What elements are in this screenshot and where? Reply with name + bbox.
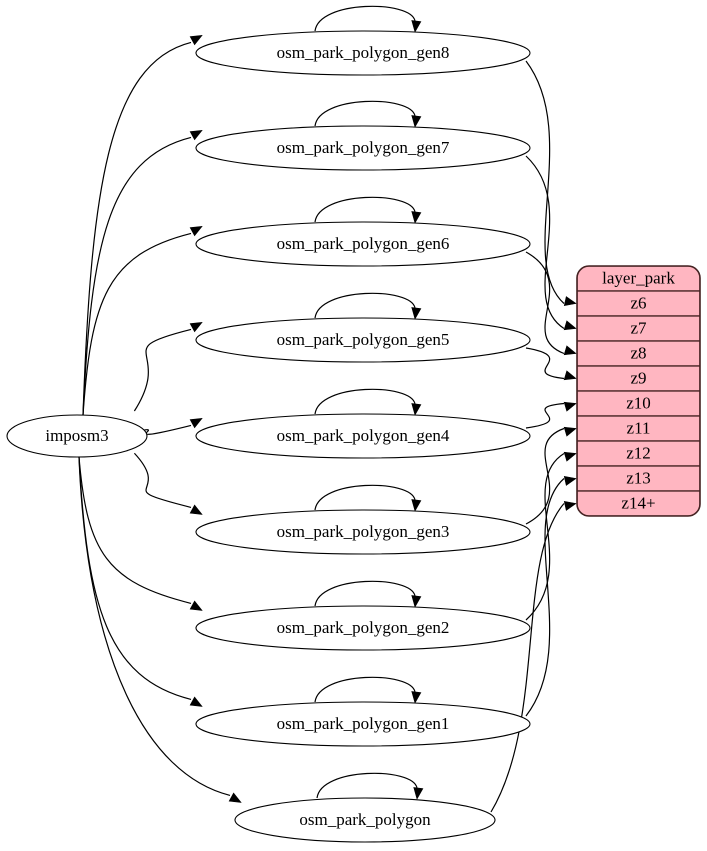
self-loop-osm_park_polygon_gen6 <box>314 196 416 223</box>
edge-arrowhead-node-to-table <box>563 370 577 381</box>
node-osm_park_polygon_gen5-shape[interactable] <box>195 317 531 363</box>
self-loop-osm_park_polygon_gen4 <box>314 388 416 415</box>
edge-imposm3-to-osm_park_polygon_gen5 <box>133 328 192 412</box>
node-osm_park_polygon_gen6-label: osm_park_polygon_gen6 <box>277 234 450 253</box>
edge-osm_park_polygon_gen2-to-z12 <box>525 452 565 621</box>
edge-osm_park_polygon_gen6-to-z8 <box>525 251 565 355</box>
edge-osm_park_polygon_gen8-to-z6 <box>525 60 565 304</box>
edge-imposm3-to-osm_park_polygon_gen6 <box>82 232 192 416</box>
node-imposm3-shape[interactable] <box>6 414 148 458</box>
self-loop-edges-layer <box>314 5 424 800</box>
edge-arrowhead-node-to-table <box>563 296 577 307</box>
edge-imposm3-to-osm_park_polygon <box>78 456 231 796</box>
node-osm_park_polygon_gen6-shape[interactable] <box>195 221 531 267</box>
self-loop-arrowhead <box>411 403 422 416</box>
self-loop-arrowhead <box>411 211 422 224</box>
edge-imposm3-to-osm_park_polygon_gen2 <box>78 456 192 604</box>
self-loop-arrowhead <box>411 499 422 512</box>
node-osm_park_polygon_gen8-label: osm_park_polygon_gen8 <box>277 43 450 62</box>
edge-arrowhead-source-to-node <box>189 322 203 333</box>
edge-arrowhead-source-to-node <box>189 226 203 237</box>
edge-imposm3-to-osm_park_polygon_gen1 <box>78 456 192 700</box>
self-loop-osm_park_polygon_gen1 <box>314 676 416 703</box>
node-osm_park_polygon_gen4-label: osm_park_polygon_gen4 <box>277 426 450 445</box>
table-row-label-z13: z13 <box>626 468 651 487</box>
node-osm_park_polygon_gen7-shape[interactable] <box>195 125 531 171</box>
self-loop-arrowhead <box>411 115 422 128</box>
node-osm_park_polygon_gen5-label: osm_park_polygon_gen5 <box>277 330 450 349</box>
edge-arrowhead-node-to-table <box>563 475 577 486</box>
self-loop-arrowhead <box>413 787 424 800</box>
self-loop-arrowhead <box>411 20 422 33</box>
node-osm_park_polygon_gen8-shape[interactable] <box>195 30 531 76</box>
table-row-z9[interactable] <box>577 365 700 392</box>
node-osm_park_polygon_gen1-label: osm_park_polygon_gen1 <box>277 714 450 733</box>
self-loop-osm_park_polygon_gen2 <box>314 580 416 607</box>
self-loop-osm_park_polygon_gen3 <box>314 484 416 511</box>
node-osm_park_polygon_gen3-label: osm_park_polygon_gen3 <box>277 522 450 541</box>
node-osm_park_polygon_gen7-label: osm_park_polygon_gen7 <box>277 138 450 157</box>
table-outline <box>576 265 701 517</box>
table-row-label-z14+: z14+ <box>621 493 655 512</box>
node-osm_park_polygon-shape[interactable] <box>234 797 496 843</box>
edge-arrowhead-node-to-table <box>563 451 577 462</box>
edge-arrowhead-source-to-node <box>228 792 242 803</box>
edge-arrowhead-source-to-node <box>189 418 203 429</box>
node-osm_park_polygon_gen1-shape[interactable] <box>195 701 531 747</box>
self-loop-osm_park_polygon <box>316 772 418 799</box>
table-row-label-z12: z12 <box>626 443 651 462</box>
edge-arrowhead-source-to-node <box>189 504 203 515</box>
edge-osm_park_polygon-to-z14+ <box>490 503 565 813</box>
table-cells <box>577 266 700 516</box>
edge-arrowhead-node-to-table <box>563 500 577 511</box>
nodes-layer: imposm3 osm_park_polygon_gen8 osm_park_pol… <box>6 30 531 843</box>
table-row-z6[interactable] <box>577 290 700 317</box>
edge-arrowhead-node-to-table <box>563 401 577 412</box>
node-osm_park_polygon_gen3-shape[interactable] <box>195 509 531 555</box>
layer-park-table[interactable]: layer_park z6 z7 z8 z9 z10 z11 z12 z13 z14+ <box>576 265 701 517</box>
edge-arrowhead-source-to-node <box>189 130 203 141</box>
edge-osm_park_polygon_gen1-to-z13 <box>525 478 565 717</box>
table-row-label-z10: z10 <box>626 393 651 412</box>
edge-osm_park_polygon_gen4-to-z10 <box>525 402 565 429</box>
table-header-label: layer_park <box>602 268 675 287</box>
self-loop-arrowhead <box>411 691 422 704</box>
self-loop-osm_park_polygon_gen8 <box>314 5 416 32</box>
edge-arrowhead-source-to-node <box>189 696 203 707</box>
edge-osm_park_polygon_gen7-to-z7 <box>525 155 565 330</box>
edge-arrowhead-source-to-node <box>189 35 203 46</box>
node-osm_park_polygon-label: osm_park_polygon <box>299 810 431 829</box>
edge-imposm3-to-osm_park_polygon_gen8 <box>82 41 192 416</box>
table-row-label-z9: z9 <box>630 368 646 387</box>
table-row-label-z6: z6 <box>630 293 646 312</box>
edge-imposm3-to-osm_park_polygon_gen7 <box>82 136 192 416</box>
self-loop-arrowhead <box>411 307 422 320</box>
node-imposm3-label: imposm3 <box>45 426 108 445</box>
node-osm_park_polygon_gen2-shape[interactable] <box>195 605 531 651</box>
self-loop-arrowhead <box>411 595 422 608</box>
edge-osm_park_polygon_gen3-to-z11 <box>525 427 565 525</box>
node-osm_park_polygon_gen4-shape[interactable] <box>195 413 531 459</box>
edge-arrowhead-node-to-table <box>563 345 577 356</box>
table-row-label-z8: z8 <box>630 343 646 362</box>
self-loop-osm_park_polygon_gen5 <box>314 292 416 319</box>
table-row-label-z11: z11 <box>627 418 651 437</box>
edge-arrowhead-source-to-node <box>189 600 203 611</box>
edges-layer <box>78 35 577 813</box>
table-row-label-z7: z7 <box>630 318 647 337</box>
table-row-z14+[interactable] <box>577 490 700 516</box>
edge-arrowhead-node-to-table <box>563 320 577 331</box>
node-osm_park_polygon_gen2-label: osm_park_polygon_gen2 <box>277 618 450 637</box>
edge-arrowhead-node-to-table <box>563 426 577 437</box>
edge-osm_park_polygon_gen5-to-z9 <box>525 347 565 380</box>
edge-imposm3-to-osm_park_polygon_gen3 <box>133 452 192 508</box>
self-loop-osm_park_polygon_gen7 <box>314 100 416 127</box>
